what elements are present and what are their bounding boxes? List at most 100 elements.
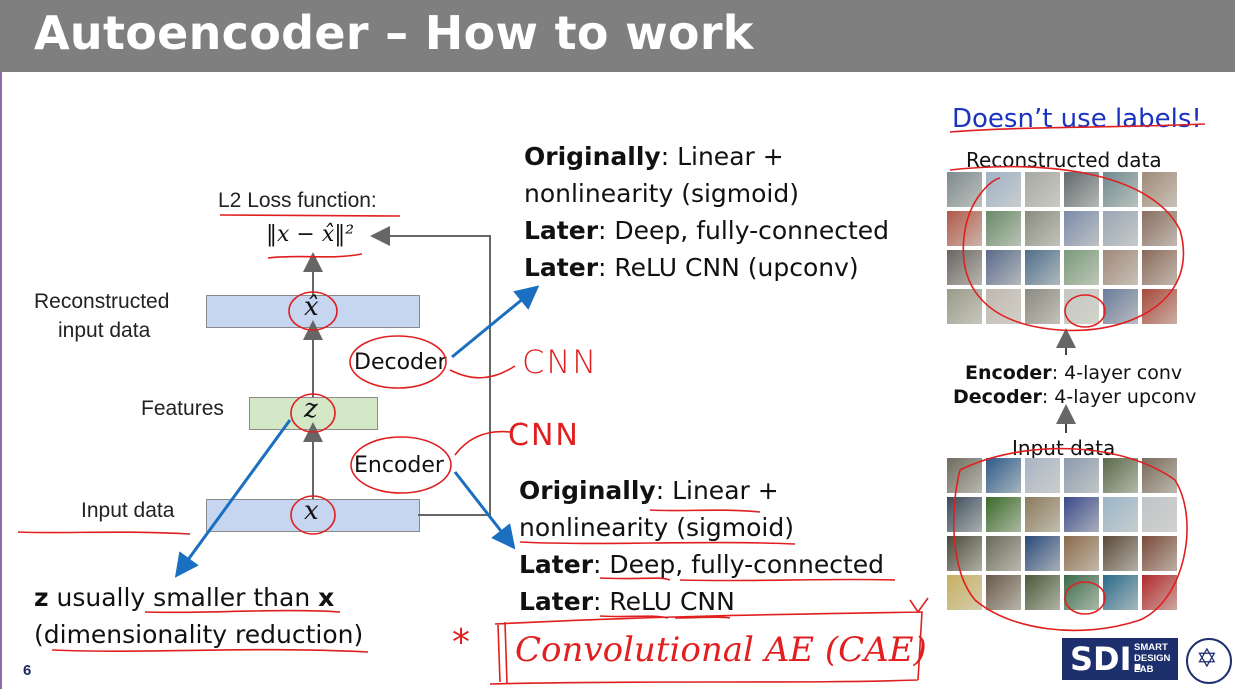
thumbnail <box>1142 289 1177 324</box>
thumbnail <box>1064 250 1099 285</box>
thumbnail <box>1064 497 1099 532</box>
page-number: 6 <box>23 662 32 679</box>
x-symbol: x <box>304 496 319 526</box>
thumbnail <box>986 497 1021 532</box>
decoder-note-1-bold: Originally <box>524 142 661 171</box>
encoder-spec-bold: Encoder <box>965 362 1052 384</box>
blue-arrow-z <box>174 419 292 578</box>
encoder-note-1: : Linear + <box>655 476 779 505</box>
decoder-note-4-bold: Later <box>524 253 599 282</box>
encoder-spec: Encoder: 4-layer conv <box>965 362 1182 384</box>
encoder-note-4: : ReLU CNN <box>593 587 735 616</box>
dimensionality-note: z usually smaller than x (dimensionality… <box>34 579 363 653</box>
encoder-spec-rest: : 4-layer conv <box>1051 362 1183 384</box>
logo-sub-2: DESIGN <box>1134 653 1171 664</box>
sdl-logo: SDI. SMART DESIGN LAB <box>1062 638 1178 680</box>
thumbnail <box>947 211 982 246</box>
thumbnail <box>947 458 982 493</box>
handwritten-no-labels: Doesn’t use labels! <box>952 104 1202 134</box>
reconstructed-thumbnails <box>947 172 1177 324</box>
thumbnail <box>1103 172 1138 207</box>
thumbnail <box>947 250 982 285</box>
seal-star-icon: ✡ <box>1196 643 1218 673</box>
decoder-note-2: nonlinearity (sigmoid) <box>524 179 799 208</box>
thumbnail <box>986 289 1021 324</box>
thumbnail <box>1064 211 1099 246</box>
university-seal: ✡ <box>1186 638 1232 684</box>
decoder-spec: Decoder: 4-layer upconv <box>953 386 1196 408</box>
thumbnail <box>1025 172 1060 207</box>
thumbnail <box>947 497 982 532</box>
left-accent-line <box>0 72 2 689</box>
thumbnail <box>1142 575 1177 610</box>
z-note-middle: usually smaller than <box>48 583 319 612</box>
thumbnail <box>947 575 982 610</box>
decoder-note-1: : Linear + <box>660 142 784 171</box>
logo-subtitle: SMART DESIGN LAB <box>1134 642 1170 675</box>
x-hat-symbol: x̂ <box>304 292 319 322</box>
features-label: Features <box>141 397 224 420</box>
logo-sub-1: SMART <box>1134 642 1168 653</box>
thumbnail <box>1025 289 1060 324</box>
encoder-note-3-bold: Later <box>519 550 594 579</box>
x-bold: x <box>318 583 335 612</box>
thumbnail <box>1064 536 1099 571</box>
thumbnail <box>1025 250 1060 285</box>
thumbnail <box>1103 289 1138 324</box>
thumbnail <box>1064 575 1099 610</box>
z-symbol: z <box>304 394 318 424</box>
thumbnail <box>1064 458 1099 493</box>
thumbnail <box>1064 172 1099 207</box>
thumbnail <box>986 172 1021 207</box>
decoder-note-3: : Deep, fully-connected <box>598 216 890 245</box>
thumbnail <box>1025 458 1060 493</box>
thumbnail <box>1103 458 1138 493</box>
thumbnail <box>1142 250 1177 285</box>
encoder-label: Encoder <box>354 453 444 478</box>
handwritten-cae: Convolutional AE (CAE) <box>515 630 927 670</box>
slide-title: Autoencoder – How to work <box>34 6 754 60</box>
dimensionality-reduction-text: (dimensionality reduction) <box>34 620 364 649</box>
encoder-note-2: nonlinearity (sigmoid) <box>519 513 794 542</box>
loss-label: L2 Loss function: <box>218 189 377 212</box>
thumbnail <box>1142 536 1177 571</box>
logo-mark: SDI. <box>1070 640 1144 678</box>
thumbnail <box>1025 497 1060 532</box>
blue-arrow-decoder <box>451 285 540 359</box>
handwritten-cnn-encoder: CNN <box>508 418 580 453</box>
logo-sub-3: LAB <box>1134 664 1154 675</box>
handwritten-asterisk: * <box>452 622 470 663</box>
thumbnail <box>1064 289 1099 324</box>
thumbnail <box>1103 250 1138 285</box>
thumbnail <box>1142 172 1177 207</box>
thumbnail <box>1142 497 1177 532</box>
decoder-spec-rest: : 4-layer upconv <box>1041 386 1197 408</box>
thumbnail <box>1103 536 1138 571</box>
z-bold: z <box>34 583 49 612</box>
decoder-note-4: : ReLU CNN (upconv) <box>598 253 859 282</box>
thumbnail <box>986 536 1021 571</box>
handwritten-cnn-decoder: CNN <box>522 343 599 381</box>
thumbnail <box>947 289 982 324</box>
thumbnail <box>947 172 982 207</box>
thumbnail <box>986 211 1021 246</box>
reconstructed-label-2: input data <box>58 319 151 342</box>
decoder-note-3-bold: Later <box>524 216 599 245</box>
reconstructed-data-title: Reconstructed data <box>966 148 1162 172</box>
thumbnail <box>986 575 1021 610</box>
thumbnail <box>1025 575 1060 610</box>
thumbnail <box>947 536 982 571</box>
encoder-note-1-bold: Originally <box>519 476 656 505</box>
thumbnail <box>1025 536 1060 571</box>
decoder-spec-bold: Decoder <box>953 386 1042 408</box>
encoder-notes: Originally: Linear + nonlinearity (sigmo… <box>519 472 884 620</box>
decoder-label: Decoder <box>354 350 447 375</box>
decoder-notes: Originally: Linear + nonlinearity (sigmo… <box>524 138 889 286</box>
thumbnail <box>1142 458 1177 493</box>
thumbnail <box>1103 575 1138 610</box>
encoder-note-3: : Deep, fully-connected <box>593 550 885 579</box>
input-thumbnails <box>947 458 1177 610</box>
title-bar: Autoencoder – How to work <box>0 0 1235 72</box>
encoder-note-4-bold: Later <box>519 587 594 616</box>
loss-formula: ‖x − x̂‖² <box>266 222 355 247</box>
